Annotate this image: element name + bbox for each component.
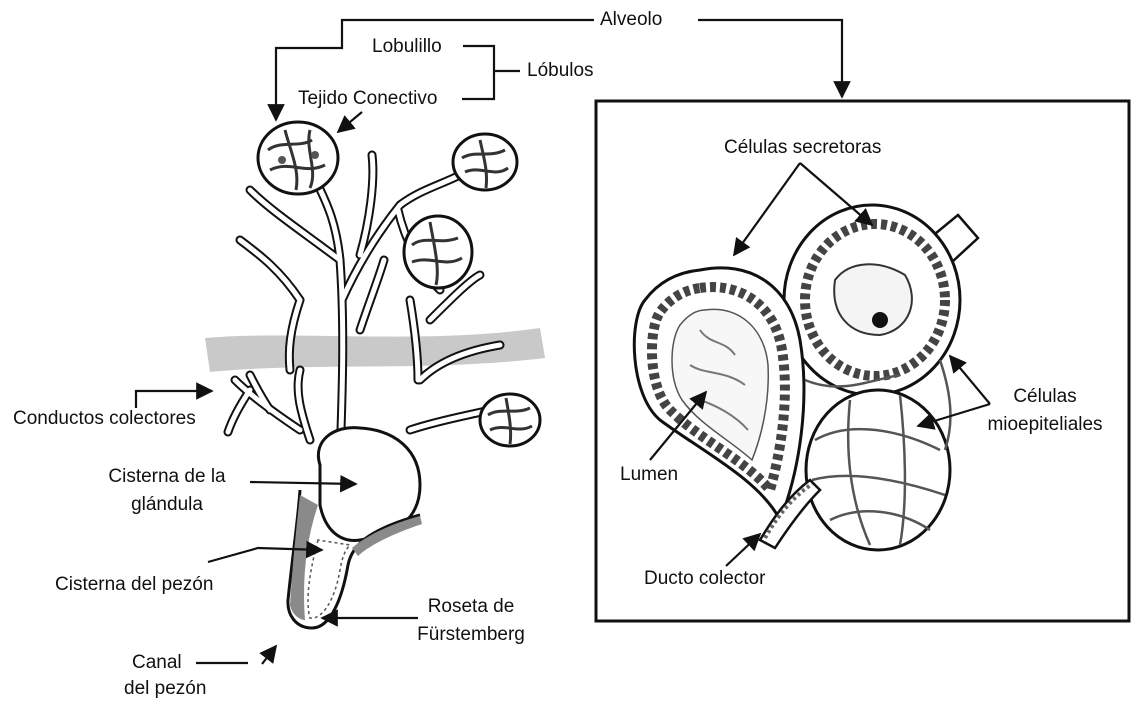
label-alveolo: Alveolo [600, 9, 662, 31]
lower-alveolus [806, 390, 950, 550]
label-lumen: Lumen [620, 464, 678, 486]
label-cisterna-glandula-1: Cisterna de la [92, 466, 242, 488]
label-ducto-colector: Ducto colector [644, 568, 765, 590]
gland-illustration [205, 122, 545, 628]
label-conductos-colectores: Conductos colectores [13, 408, 196, 430]
label-canal-pezon-2: del pezón [124, 678, 206, 700]
lobule-3 [404, 216, 472, 288]
label-lobulillo: Lobulillo [372, 36, 442, 58]
label-roseta-1: Roseta de [416, 596, 526, 618]
lobule-4 [480, 394, 540, 446]
label-celulas-mioepiteliales-2: mioepiteliales [975, 414, 1115, 436]
label-cisterna-glandula-2: glándula [92, 494, 242, 516]
label-lobulos: Lóbulos [527, 60, 594, 82]
label-cisterna-pezon: Cisterna del pezón [55, 574, 213, 596]
label-canal-pezon-1: Canal [132, 652, 182, 674]
lobule-2 [453, 134, 517, 190]
label-tejido-conectivo: Tejido Conectivo [298, 88, 437, 110]
duct-tree [228, 155, 500, 460]
label-celulas-mioepiteliales-1: Células [985, 386, 1105, 408]
lobule-1 [258, 122, 338, 194]
label-celulas-secretoras: Células secretoras [724, 137, 881, 159]
label-roseta-2: Fürstemberg [408, 624, 534, 646]
